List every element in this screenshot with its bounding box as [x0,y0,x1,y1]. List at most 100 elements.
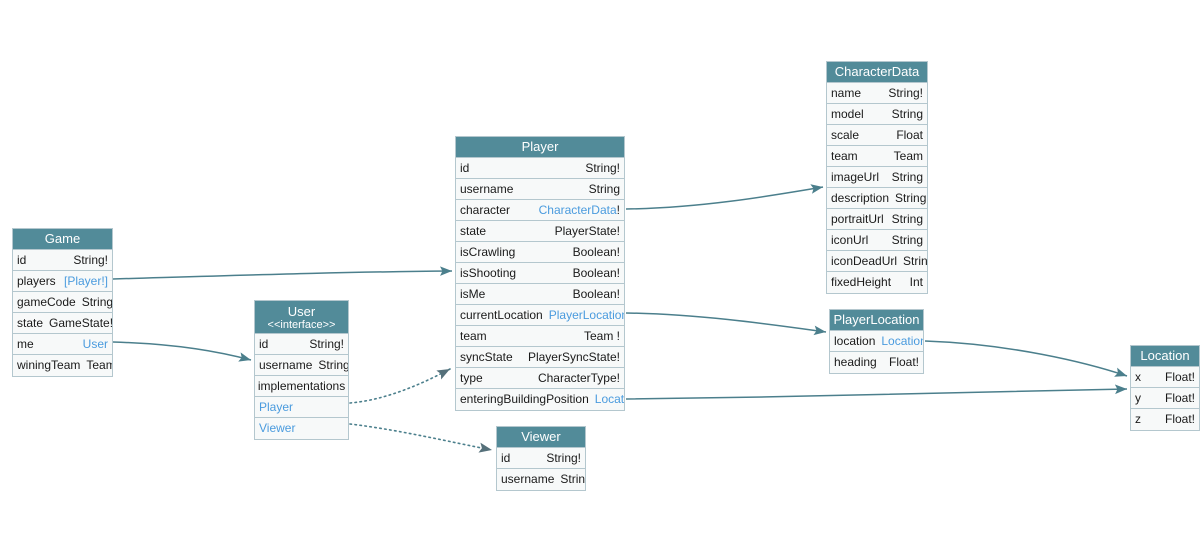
field-row[interactable]: character CharacterData! [456,200,624,221]
entity-header-playerlocation: PlayerLocation [830,310,923,331]
field-row[interactable]: state PlayerState! [456,221,624,242]
field-type: String [318,357,348,372]
entity-playerlocation[interactable]: PlayerLocationlocationLocation!headingFl… [829,309,924,374]
field-name: username [460,181,514,196]
field-row[interactable]: iconDeadUrlString [827,251,927,272]
edge-user-impl-viewer [349,423,493,453]
field-name: state [460,223,487,238]
field-row[interactable]: scale Float [827,125,927,146]
field-row[interactable]: players[Player!] [13,271,112,292]
implementation-user-Viewer[interactable]: Viewer [255,418,348,439]
field-row[interactable]: username String [255,355,348,376]
field-type-reference: User [82,336,108,351]
field-type: String! [585,160,620,175]
field-type: Int [909,275,923,289]
field-name: username [259,357,313,372]
field-type-reference: Location [881,333,923,348]
field-type: String [891,169,923,184]
implementation-label: Player [259,399,294,414]
field-type: Boolean! [572,265,620,280]
field-row[interactable]: description String [827,188,927,209]
field-type: Float [896,127,923,142]
field-name: isCrawling [460,244,516,259]
field-name: portraitUrl [831,211,884,226]
field-type: String! [73,252,108,267]
field-name: team [460,328,487,343]
field-name: model [831,106,864,121]
field-type: Float! [888,355,919,369]
field-row[interactable]: state GameState! [13,313,112,334]
field-type: GameState! [49,315,112,330]
field-name: description [831,190,890,205]
field-name: currentLocation [460,307,543,322]
field-name: scale [831,127,860,142]
field-name: state [17,315,44,330]
field-row[interactable]: gameCodeString! [13,292,112,313]
field-type: CharacterData! [533,201,620,220]
field-type: PlayerState! [554,223,620,238]
field-name: fixedHeight [831,275,892,289]
field-name: character [460,202,511,217]
field-row[interactable]: id String! [255,334,348,355]
field-section-user-implementations[interactable]: implementations [255,376,348,397]
field-type: Float! [1164,390,1195,405]
field-type: [Player!] [58,272,108,291]
field-type: String! [546,450,581,465]
entity-header-location: Location [1131,346,1199,367]
field-type-reference: CharacterData [538,202,617,217]
field-row[interactable]: fixedHeight Int [827,272,927,293]
edge-player-enteringbuildingposition-to-location [625,384,1128,400]
field-type: Float! [1164,369,1195,384]
field-type: String [895,190,927,205]
field-row[interactable]: enteringBuildingPositionLocation [456,389,624,410]
field-type-reference: PlayerLocation [548,307,624,322]
field-type-suffix: ! [616,202,620,217]
field-type: String! [309,336,344,351]
field-type: PlayerLocation! [543,306,624,325]
field-type-reference: Location [594,392,624,406]
field-type: Location [589,390,624,409]
field-type: Boolean! [572,286,620,301]
field-name: winingTeam [17,358,81,372]
field-name: name [831,85,862,100]
field-type: String! [888,85,923,100]
field-type: User [77,335,108,354]
field-type: String [891,232,923,247]
field-name: location [834,333,876,348]
field-row[interactable]: name String! [827,83,927,104]
field-type: String [903,253,927,268]
implementation-user-Player[interactable]: Player [255,397,348,418]
field-name: id [259,336,269,351]
